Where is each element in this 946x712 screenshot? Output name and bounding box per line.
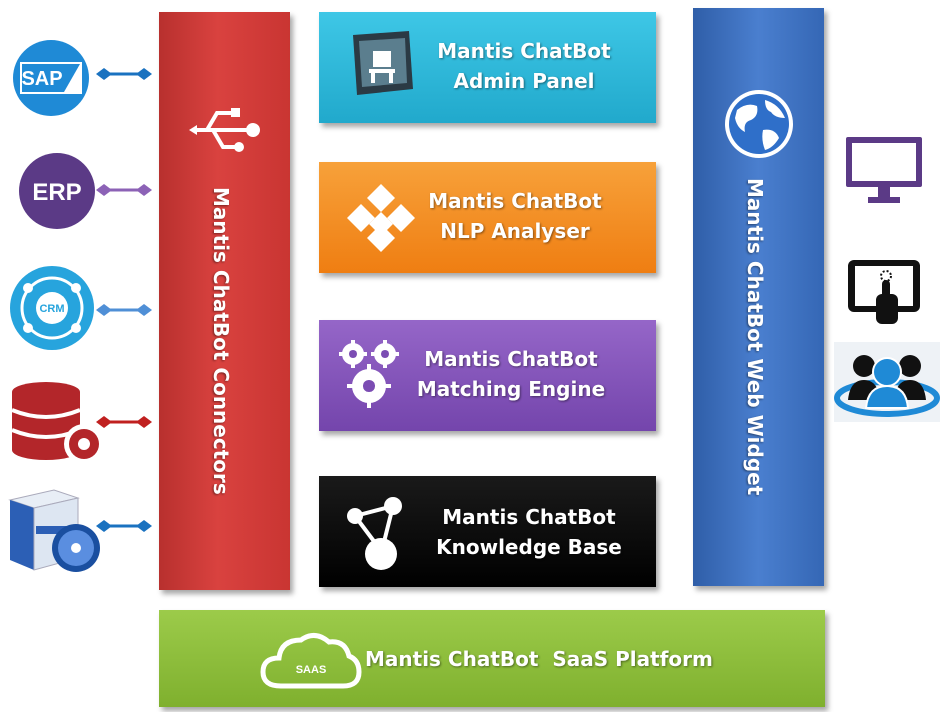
globe-icon [723,88,795,160]
sap-connector-arrow [96,66,152,82]
saas-platform-bar: SAAS Mantis ChatBot SaaS Platform [159,610,825,707]
erp-logo-icon: ERP [18,152,96,230]
tablet-touch-icon [846,258,922,326]
gears-icon [337,338,419,412]
users-group-icon [834,342,940,422]
erp-connector-arrow [96,182,152,198]
sap-logo-icon: SAP [8,38,94,118]
cloud-icon: SAAS [259,626,363,692]
nlp-analyser-box: Mantis ChatBot NLP Analyser [319,162,656,273]
matching-engine-line1: Mantis ChatBot [424,347,598,371]
sap-text: SAP [21,68,62,90]
admin-panel-line2: Admin Panel [453,69,595,93]
connectors-label: Mantis ChatBot Connectors [209,187,233,495]
database-gear-icon [6,380,106,468]
nlp-analyser-line2: NLP Analyser [440,219,590,243]
crm-text: CRM [39,303,64,315]
web-widget-column: Mantis ChatBot Web Widget [693,8,824,586]
usb-icon [189,107,263,153]
matching-engine-line2: Matching Engine [416,377,606,401]
erp-text: ERP [32,179,81,206]
database-connector-arrow [96,414,152,430]
admin-monitor-icon [347,29,419,101]
admin-panel-box: Mantis ChatBot Admin Panel [319,12,656,123]
saas-platform-title: Mantis ChatBot SaaS Platform [365,647,713,671]
connectors-column: Mantis ChatBot Connectors [159,12,290,590]
knowledge-base-line2: Knowledge Base [436,535,622,559]
nlp-diamonds-icon [341,182,421,258]
crm-connector-arrow [96,302,152,318]
knowledge-base-title: Mantis ChatBot Knowledge Base [429,502,629,562]
widget-label: Mantis ChatBot Web Widget [743,178,767,496]
nlp-analyser-line1: Mantis ChatBot [428,189,602,213]
knowledge-base-line1: Mantis ChatBot [442,505,616,529]
software-box-icon [6,486,102,576]
knowledge-base-box: Mantis ChatBot Knowledge Base [319,476,656,587]
matching-engine-box: Mantis ChatBot Matching Engine [319,320,656,431]
desktop-monitor-icon [844,135,924,207]
admin-panel-title: Mantis ChatBot Admin Panel [419,36,629,96]
software-connector-arrow [96,518,152,534]
crm-logo-icon: CRM [8,264,96,352]
nlp-analyser-title: Mantis ChatBot NLP Analyser [415,186,615,246]
admin-panel-line1: Mantis ChatBot [437,39,611,63]
cloud-saas-text: SAAS [296,664,327,676]
share-nodes-icon [343,494,409,574]
matching-engine-title: Mantis ChatBot Matching Engine [411,344,611,404]
